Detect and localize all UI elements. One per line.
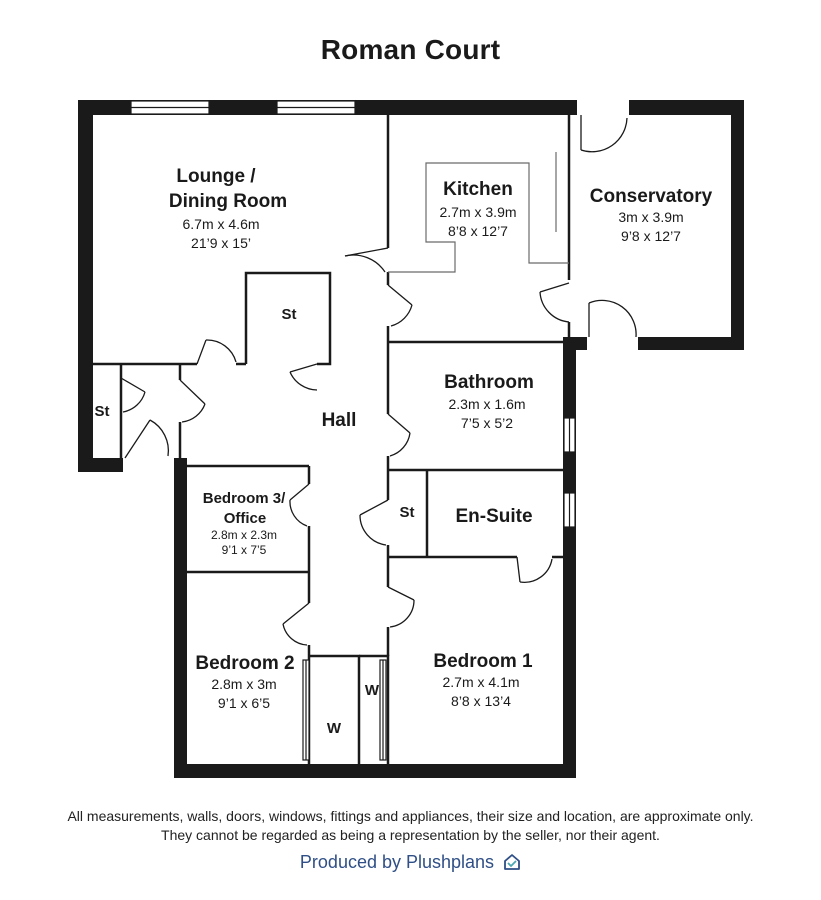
room-name: Bedroom 1 [433, 651, 533, 672]
room-ensuite: En-Suite [455, 506, 532, 527]
disclaimer-line1: All measurements, walls, doors, windows,… [67, 808, 754, 824]
room-imperial: 8’8 x 12’7 [448, 223, 508, 239]
room-name: W [365, 682, 380, 699]
room-imperial: 9’8 x 12’7 [621, 228, 681, 244]
room-name: Bathroom [444, 372, 534, 393]
house-check-icon [503, 853, 521, 876]
room-imperial: 7’5 x 5’2 [461, 415, 513, 431]
room-imperial: 9’1 x 7’5 [222, 543, 267, 557]
room-imperial: 8’8 x 13’4 [451, 693, 511, 709]
room-name: St [282, 306, 297, 323]
room-name-line2: Office [224, 510, 267, 527]
room-bedroom3: Bedroom 3/ Office 2.8m x 2.3m 9’1 x 7’5 [203, 490, 286, 557]
disclaimer-line2: They cannot be regarded as being a repre… [161, 827, 660, 843]
outer-walls [78, 100, 744, 778]
room-wardrobe-bed2: W [327, 720, 342, 737]
room-metric: 3m x 3.9m [618, 209, 683, 225]
room-name: En-Suite [455, 506, 532, 527]
room-metric: 2.3m x 1.6m [448, 396, 525, 412]
credit-text: Produced by Plushplans [299, 852, 495, 872]
room-bedroom2: Bedroom 2 2.8m x 3m 9’1 x 6’5 [195, 653, 294, 711]
room-name: Conservatory [590, 186, 713, 207]
room-store-hall: St [282, 306, 297, 323]
room-bathroom: Bathroom 2.3m x 1.6m 7’5 x 5’2 [444, 372, 534, 431]
room-imperial: 9’1 x 6’5 [218, 695, 270, 711]
room-metric: 6.7m x 4.6m [182, 216, 259, 232]
room-metric: 2.8m x 2.3m [211, 528, 277, 542]
room-lounge: Lounge / Dining Room 6.7m x 4.6m 21’9 x … [169, 166, 287, 251]
room-name: Kitchen [443, 179, 513, 200]
disclaimer: All measurements, walls, doors, windows,… [0, 807, 821, 845]
room-store-ensuite: St [400, 504, 415, 521]
room-name: St [400, 504, 415, 521]
room-metric: 2.7m x 4.1m [442, 674, 519, 690]
windows-right [563, 417, 576, 528]
room-metric: 2.7m x 3.9m [439, 204, 516, 220]
room-name-line1: Lounge / [176, 166, 256, 187]
windows-top [130, 100, 356, 115]
room-name-line2: Dining Room [169, 191, 287, 212]
room-imperial: 21’9 x 15’ [191, 235, 251, 251]
room-name: W [327, 720, 342, 737]
room-name-line1: Bedroom 3/ [203, 490, 286, 507]
room-store-entry: St [95, 403, 110, 420]
room-kitchen: Kitchen 2.7m x 3.9m 8’8 x 12’7 [439, 179, 516, 239]
door-swings [120, 115, 637, 646]
producer-credit: Produced by Plushplans [0, 852, 821, 876]
plan-title: Roman Court [320, 34, 501, 65]
kitchen-worktop [388, 162, 569, 273]
room-name: Hall [322, 410, 357, 431]
room-name: Bedroom 2 [195, 653, 294, 674]
room-bedroom1: Bedroom 1 2.7m x 4.1m 8’8 x 13’4 [433, 651, 533, 709]
room-wardrobe-bed1: W [365, 682, 380, 699]
wardrobe-doors [302, 659, 387, 761]
room-conservatory: Conservatory 3m x 3.9m 9’8 x 12’7 [590, 186, 713, 244]
internal-walls [93, 115, 571, 764]
room-name: St [95, 403, 110, 420]
room-hall: Hall [322, 410, 357, 431]
room-metric: 2.8m x 3m [211, 676, 276, 692]
